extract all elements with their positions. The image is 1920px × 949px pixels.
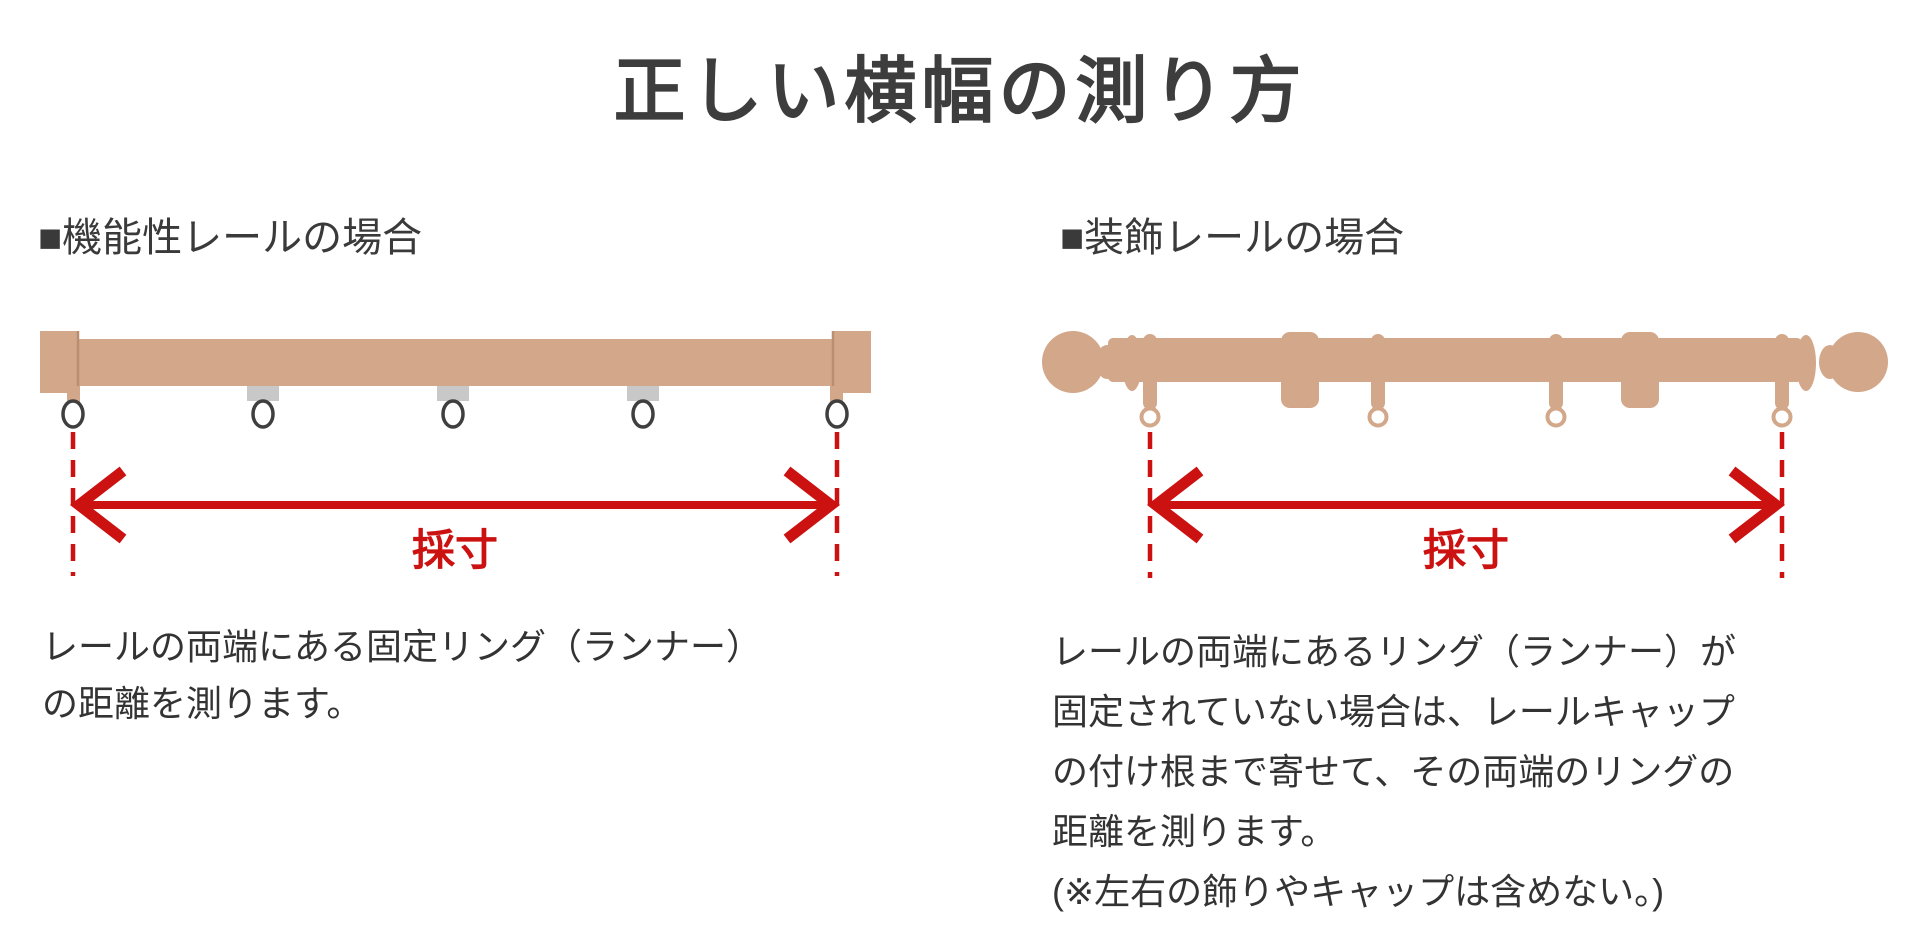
description-line: レールの両端にあるリング（ランナー）が <box>1052 631 1737 672</box>
ring-stem <box>67 386 80 404</box>
description-line: 距離を測ります。 <box>1052 811 1337 852</box>
functional-rail-diagram: 採寸 <box>40 331 871 576</box>
curtain-ring <box>251 399 275 429</box>
description-line: (※左右の飾りやキャップは含めない。) <box>1052 871 1665 912</box>
description-line: の距離を測ります。 <box>42 683 363 724</box>
curtain-ring <box>825 399 849 429</box>
end-cap-right <box>833 331 871 393</box>
decorative-rail-diagram: 採寸 <box>1042 331 1888 578</box>
measure-arrow <box>70 466 840 544</box>
curtain-ring <box>441 399 465 429</box>
rod-bar <box>1108 338 1802 382</box>
description-functional-rail: レールの両端にある固定リング（ランナー） の距離を測ります。 <box>42 618 882 732</box>
ring-stem <box>830 386 843 404</box>
ring-hanger <box>1549 334 1563 410</box>
bracket <box>1281 332 1319 408</box>
measure-label-functional: 採寸 <box>412 527 498 575</box>
measure-arrow <box>1147 466 1785 544</box>
curtain-ring <box>1367 406 1389 428</box>
description-line: 固定されていない場合は、レールキャップ <box>1052 691 1735 732</box>
section-heading-decorative-rail: ■装飾レールの場合 <box>1060 216 1405 260</box>
ring-hanger <box>1775 334 1789 410</box>
description-decorative-rail: レールの両端にあるリング（ランナー）が 固定されていない場合は、レールキャップ … <box>1052 622 1902 922</box>
curtain-ring <box>631 399 655 429</box>
rod-collar <box>1796 335 1816 391</box>
ball-finial-left <box>1042 331 1104 393</box>
end-cap-left <box>40 331 78 393</box>
finial-neck <box>1096 345 1118 379</box>
rail-bar <box>75 339 838 386</box>
measure-label-decorative: 採寸 <box>1423 527 1509 575</box>
ring-hanger <box>1371 334 1385 410</box>
curtain-ring <box>1545 406 1567 428</box>
curtain-ring <box>1139 406 1161 428</box>
ball-finial-right <box>1828 332 1888 392</box>
curtain-ring <box>1771 406 1793 428</box>
rod-collar <box>1122 335 1142 391</box>
curtain-ring <box>61 399 85 429</box>
ring-hanger <box>1143 334 1157 410</box>
bracket <box>1621 332 1659 408</box>
description-line: レールの両端にある固定リング（ランナー） <box>42 626 763 667</box>
description-line: の付け根まで寄せて、その両端のリングの <box>1052 751 1735 792</box>
page-title: 正しい横幅の測り方 <box>613 52 1307 132</box>
section-heading-functional-rail: ■機能性レールの場合 <box>38 216 423 260</box>
